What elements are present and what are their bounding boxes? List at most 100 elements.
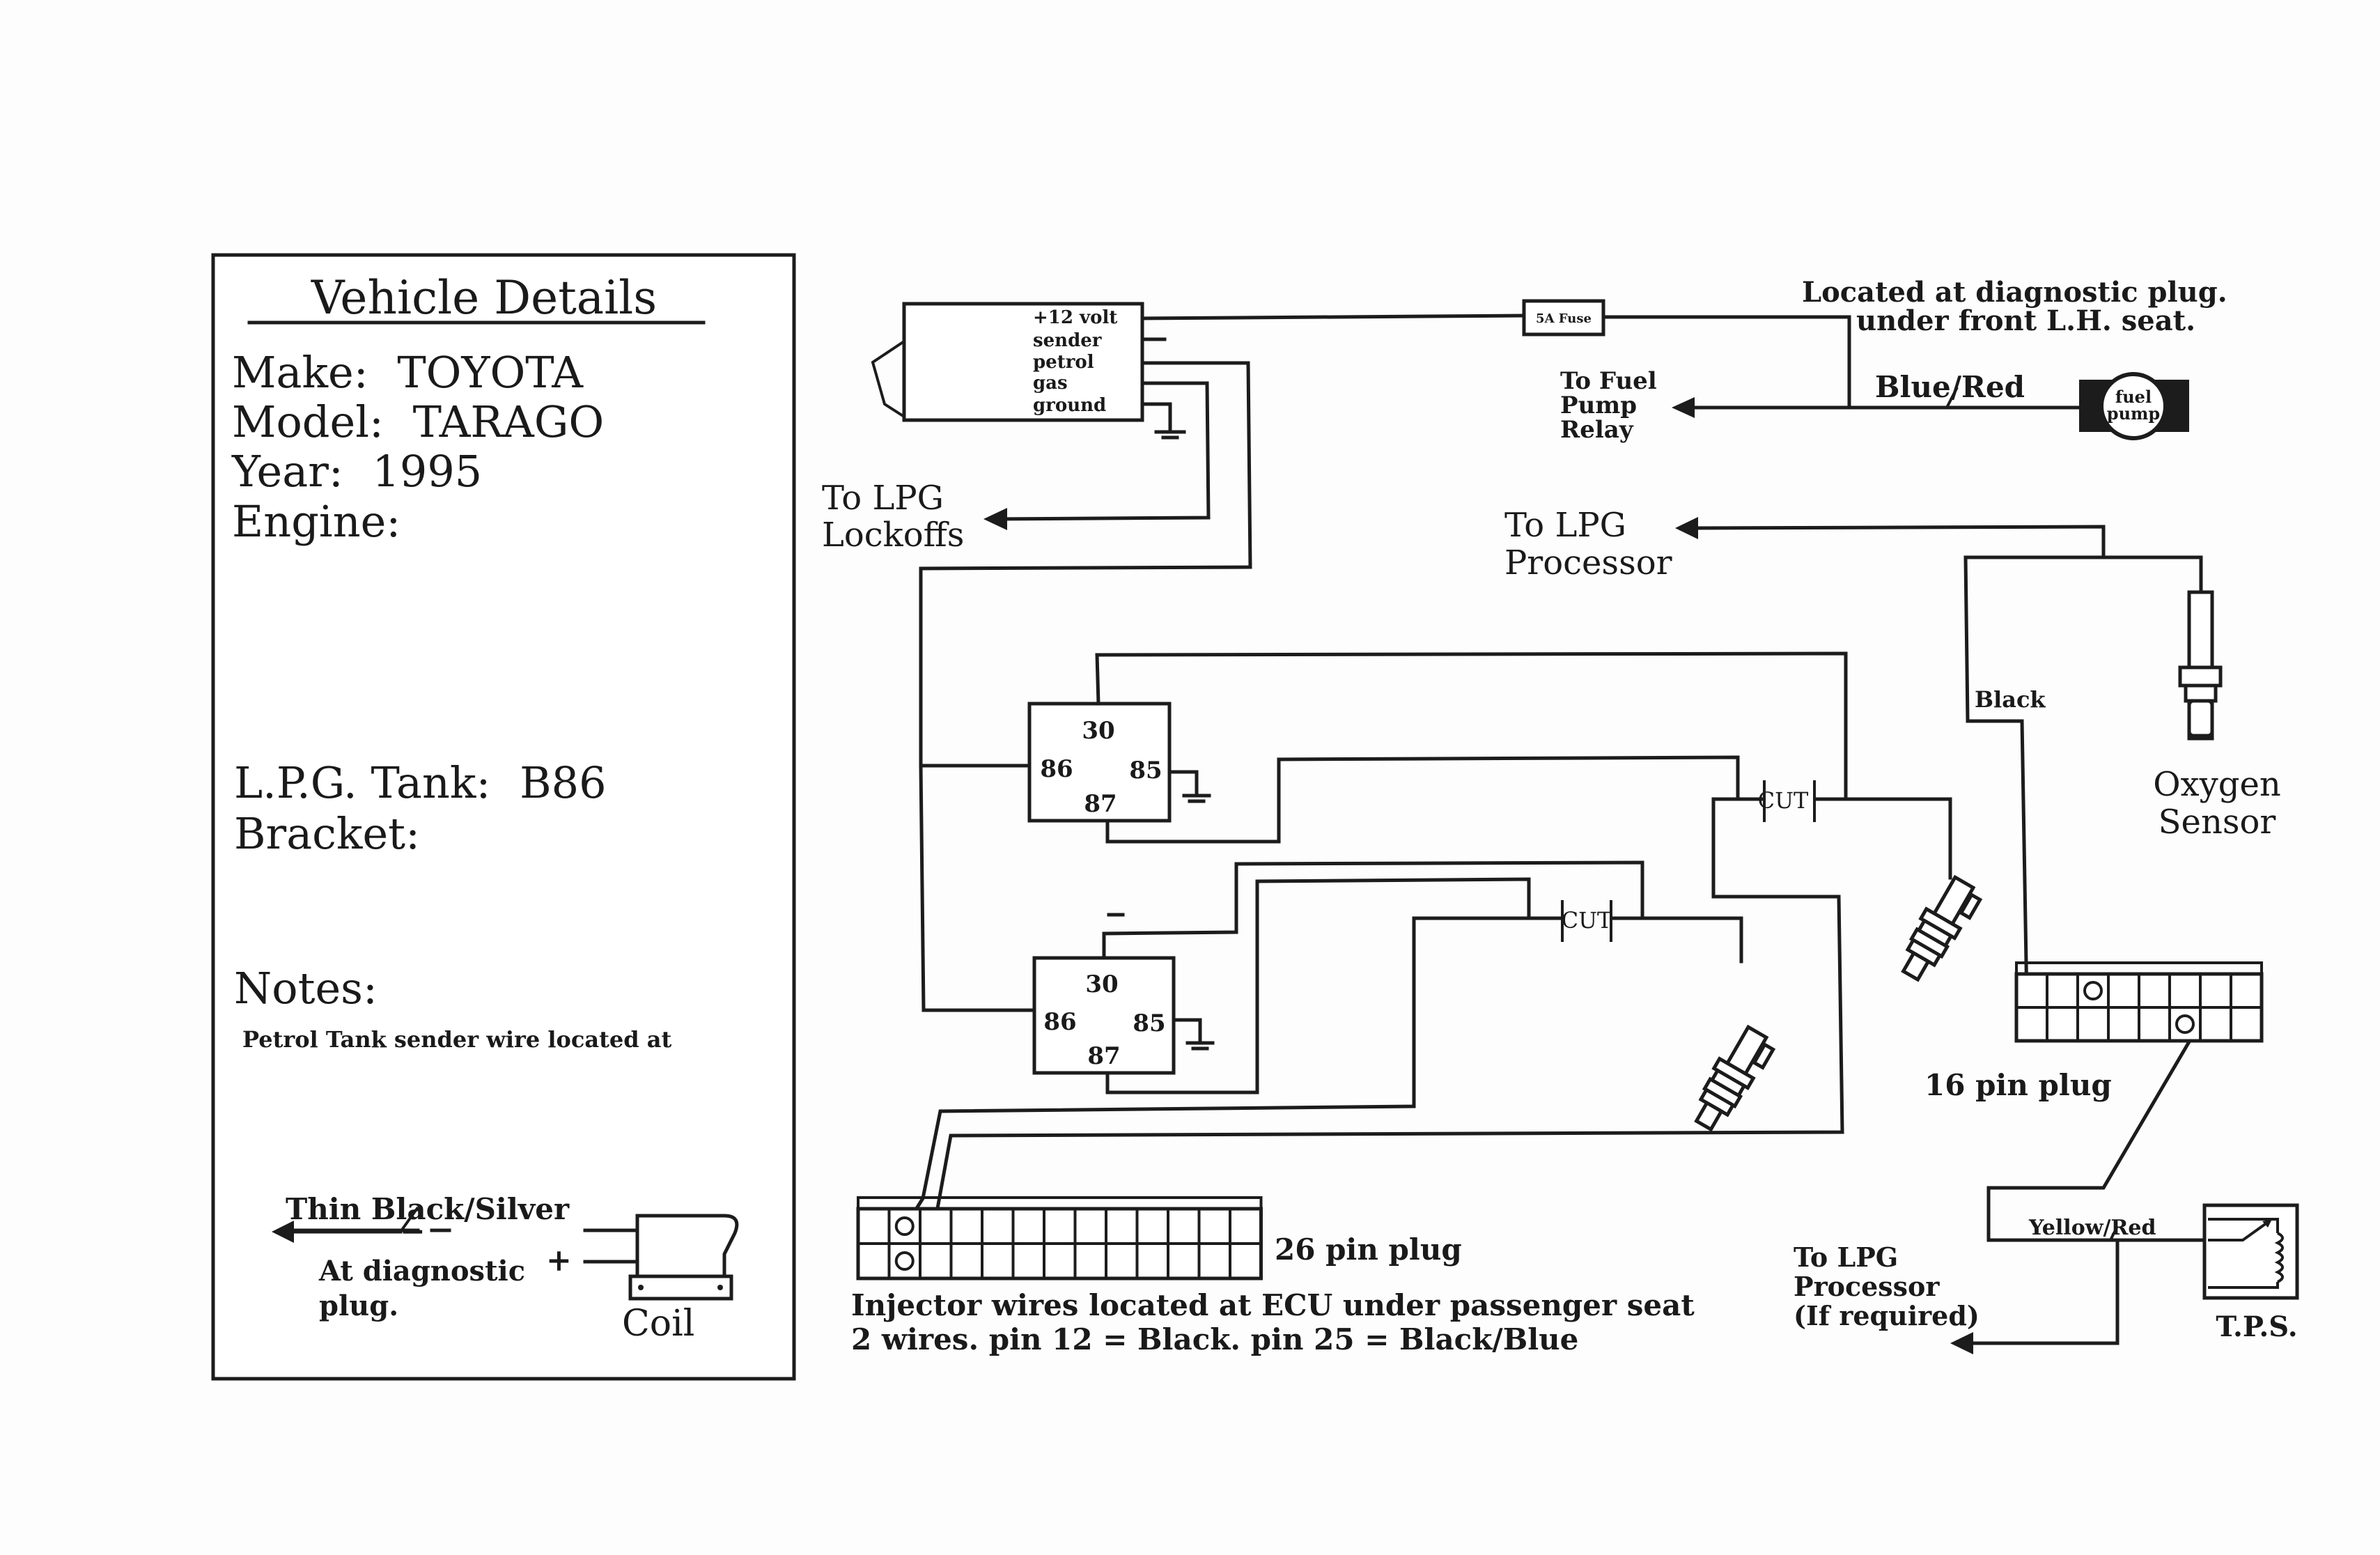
- wire-to-relay2-86: [919, 764, 1038, 1012]
- wire-relay1-87: [1105, 755, 1740, 844]
- bracket-label: Bracket:: [234, 808, 420, 859]
- switch-unit-box: [902, 302, 1144, 422]
- pump-location-line1: Located at diagnostic plug.: [1802, 276, 2227, 309]
- oxygen-sensor-icon: [2178, 590, 2223, 741]
- plug-26pin-icon: [856, 1196, 1263, 1281]
- lockoffs-arrow-icon: [983, 508, 1007, 530]
- svg-text:fuel: fuel: [2115, 387, 2152, 407]
- coil-plus: +: [546, 1243, 572, 1278]
- plug26-label: 26 pin plug: [1275, 1232, 1462, 1267]
- wire-to-processor: [1690, 525, 2106, 558]
- plug16-label: 16 pin plug: [1924, 1068, 2112, 1102]
- fuse-label: 5A Fuse: [1536, 311, 1592, 326]
- connector-cell: [894, 1251, 915, 1271]
- relay2-pin85: 85: [1133, 1009, 1165, 1037]
- relay1-pin85: 85: [1129, 757, 1162, 784]
- ground-icon: [1154, 430, 1186, 440]
- plug26-note-line2: 2 wires. pin 12 = Black. pin 25 = Black/…: [851, 1322, 1578, 1356]
- coil-location-line2: plug.: [319, 1290, 398, 1322]
- wire-fuse-to-pump: [1601, 315, 1851, 410]
- terminal-sender: sender: [1033, 330, 1102, 351]
- wire-petrol-to-relays: [919, 361, 1252, 768]
- processor-top-line1: To LPG: [1504, 506, 1626, 545]
- yellow-red-label: Yellow/Red: [2028, 1216, 2156, 1240]
- wire-relay2-85-ground: [1172, 1018, 1202, 1044]
- relay-2: 30 86 85 87: [1032, 956, 1176, 1075]
- wire-ground: [1140, 402, 1172, 434]
- cut-label-1: CUT: [1758, 787, 1809, 814]
- relay2-pin30: 30: [1085, 970, 1118, 998]
- relay1-pin86: 86: [1040, 755, 1073, 783]
- plug26-note-line1: Injector wires located at ECU under pass…: [851, 1288, 1695, 1322]
- injector-1-icon: [1901, 874, 1983, 982]
- model-label: Model:: [232, 396, 384, 447]
- svg-text:Make: TOYOTA: Make: TOYOTA: [232, 347, 584, 398]
- panel-title: Vehicle Details: [311, 271, 657, 325]
- wire-cut2-to-injector2: [1611, 916, 1743, 964]
- fuel-pump-icon: fuel pump: [2079, 372, 2189, 440]
- wire-gas-to-lockoffs: [993, 381, 1211, 521]
- make-label: Make:: [232, 347, 368, 398]
- wire-relay2-87: [1105, 877, 1531, 1094]
- make-value: TOYOTA: [397, 347, 584, 398]
- wire-relay1-30: [1095, 651, 1848, 800]
- wire-16pin-to-tps: [1986, 1040, 2210, 1242]
- lockoffs-line1: To LPG: [822, 479, 944, 518]
- coil-location-line1: At diagnostic: [318, 1255, 525, 1287]
- switch-unit: +12 volt sender petrol gas ground: [871, 302, 1144, 422]
- tank-label: L.P.G. Tank:: [234, 757, 490, 808]
- terminal-12v: +12 volt: [1033, 307, 1117, 328]
- fuel-relay-line1: To Fuel: [1560, 367, 1657, 395]
- tps-label: T.P.S.: [2216, 1310, 2297, 1343]
- year-value: 1995: [372, 446, 482, 497]
- relay1-ground-icon: [1182, 794, 1211, 803]
- lockoffs-line2: Lockoffs: [822, 516, 964, 555]
- fuel-relay-line3: Relay: [1560, 416, 1634, 444]
- relay2-pin86: 86: [1043, 1008, 1076, 1036]
- terminal-ground: ground: [1033, 395, 1106, 416]
- processor-optional-arrow-icon: [1950, 1332, 1973, 1354]
- oxygen-line2: Sensor: [2159, 803, 2276, 842]
- svg-text:Model: TARAGO: Model: TARAGO: [232, 396, 604, 447]
- fuse-icon: [1522, 299, 1605, 336]
- relay2-pin87: 87: [1087, 1042, 1120, 1070]
- fuel-relay-line2: Pump: [1560, 392, 1637, 419]
- coil-wire-arrow-icon: [272, 1221, 294, 1243]
- relay1-pin30: 30: [1082, 717, 1114, 745]
- tps-dest-line1: To LPG: [1794, 1241, 1898, 1273]
- wire-oxygen-sensor: [1963, 555, 2203, 594]
- connector-cell: [2083, 981, 2103, 1000]
- vehicle-details-panel: Vehicle Details Make: TOYOTA Model: TARA…: [211, 253, 796, 1381]
- wire-black-to-16pin: [1963, 555, 2029, 1005]
- tps-dest-line3: (If required): [1794, 1300, 1980, 1331]
- coil-minus: −: [400, 1214, 426, 1249]
- coil-label: Coil: [622, 1303, 694, 1345]
- notes-label: Notes:: [234, 963, 378, 1014]
- wire-cut1-to-injector1: [1814, 797, 1952, 880]
- svg-text:Year: 1995: Year: 1995: [231, 446, 482, 497]
- wire-12v-to-fuse: [1140, 314, 1526, 320]
- terminal-petrol: petrol: [1033, 352, 1094, 373]
- notes-text: Petrol Tank sender wire located at: [242, 1026, 671, 1053]
- relay2-ground-icon: [1185, 1041, 1215, 1051]
- plug-16pin-icon: [2014, 961, 2264, 1043]
- svg-text:L.P.G. Tank: B86: L.P.G. Tank: B86: [234, 757, 607, 808]
- blue-red-label: Blue/Red: [1875, 370, 2025, 404]
- svg-text:Engine:: Engine:: [232, 496, 400, 547]
- tps-dest-line2: Processor: [1794, 1271, 1940, 1302]
- tps-icon: [2202, 1203, 2299, 1300]
- wire-relay2-30: [1102, 860, 1644, 960]
- tank-value: B86: [520, 757, 606, 808]
- black-wire-label: Black: [1975, 686, 2046, 713]
- coil-wire-label: Thin Black/Silver: [286, 1192, 570, 1226]
- svg-text:pump: pump: [2107, 403, 2160, 424]
- connector-cell: [894, 1216, 915, 1236]
- injector-2-icon: [1694, 1024, 1776, 1132]
- year-label: Year:: [231, 446, 343, 497]
- processor-top-line2: Processor: [1504, 543, 1672, 582]
- model-value: TARAGO: [413, 396, 605, 447]
- relay1-pin87: 87: [1084, 790, 1117, 818]
- wire-relay1-85-ground: [1167, 770, 1199, 796]
- pump-location-line2: under front L.H. seat.: [1856, 304, 2195, 337]
